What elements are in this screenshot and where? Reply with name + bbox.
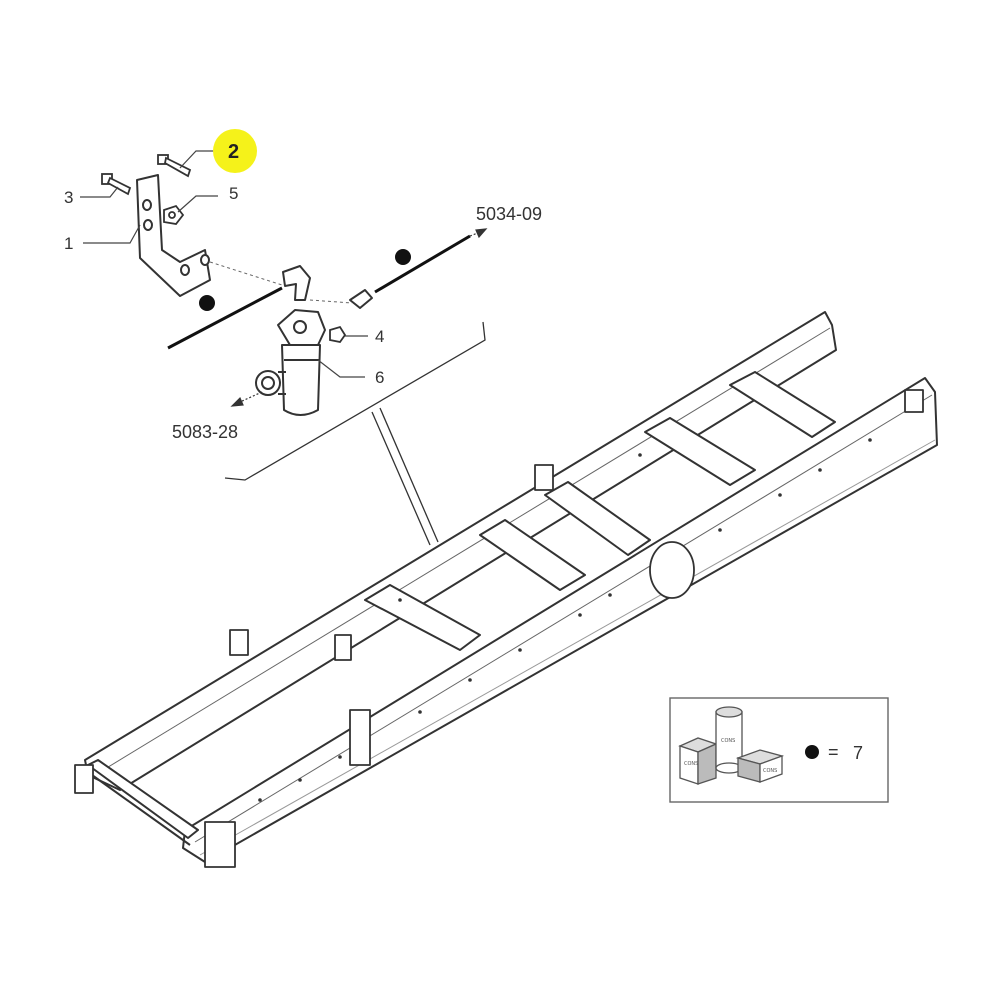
ref-5083-28: 5083-28 [172, 422, 238, 442]
mounting-bracket [136, 174, 211, 297]
bolt-3 [101, 173, 132, 196]
callout-2-highlight [213, 129, 257, 173]
pack-label-right: CONS [763, 768, 777, 774]
callout-6: 6 [375, 368, 384, 387]
dot-marker-lower [199, 295, 215, 311]
ref-5034-09: 5034-09 [476, 204, 542, 224]
frame-rivets [258, 438, 872, 802]
dot-marker-upper [395, 249, 411, 265]
legend-dot [805, 745, 819, 759]
consumables-legend: CONS CONS CONS = 7 [669, 697, 889, 803]
bolt-2 [157, 154, 192, 178]
consumables-icon [678, 706, 785, 785]
guide-lines [209, 261, 353, 304]
pipe-upper [374, 234, 471, 294]
pipe-lines [167, 234, 471, 350]
nut-5 [163, 204, 185, 225]
callout-5: 5 [229, 184, 238, 203]
seal-dots [199, 249, 411, 311]
frame-brackets [74, 389, 924, 868]
right-rail [182, 377, 938, 863]
callout-1: 1 [64, 234, 73, 253]
front-crossbar [87, 759, 199, 839]
pack-label-left: CONS [684, 761, 698, 767]
cross-members [364, 371, 836, 651]
valve-assembly [255, 265, 373, 416]
chassis-frame [74, 311, 938, 868]
frame-leader [224, 321, 486, 546]
callout-2: 2 [228, 141, 239, 163]
pipe-lower [167, 286, 283, 350]
callout-4: 4 [375, 327, 384, 346]
legend-equals: = [828, 742, 839, 762]
callout-leaders [80, 150, 368, 378]
flow-arrows [230, 228, 488, 407]
legend-value: 7 [853, 743, 863, 763]
callout-3: 3 [64, 188, 73, 207]
nut-4 [329, 325, 347, 343]
pack-label-cylinder: CONS [721, 738, 735, 744]
